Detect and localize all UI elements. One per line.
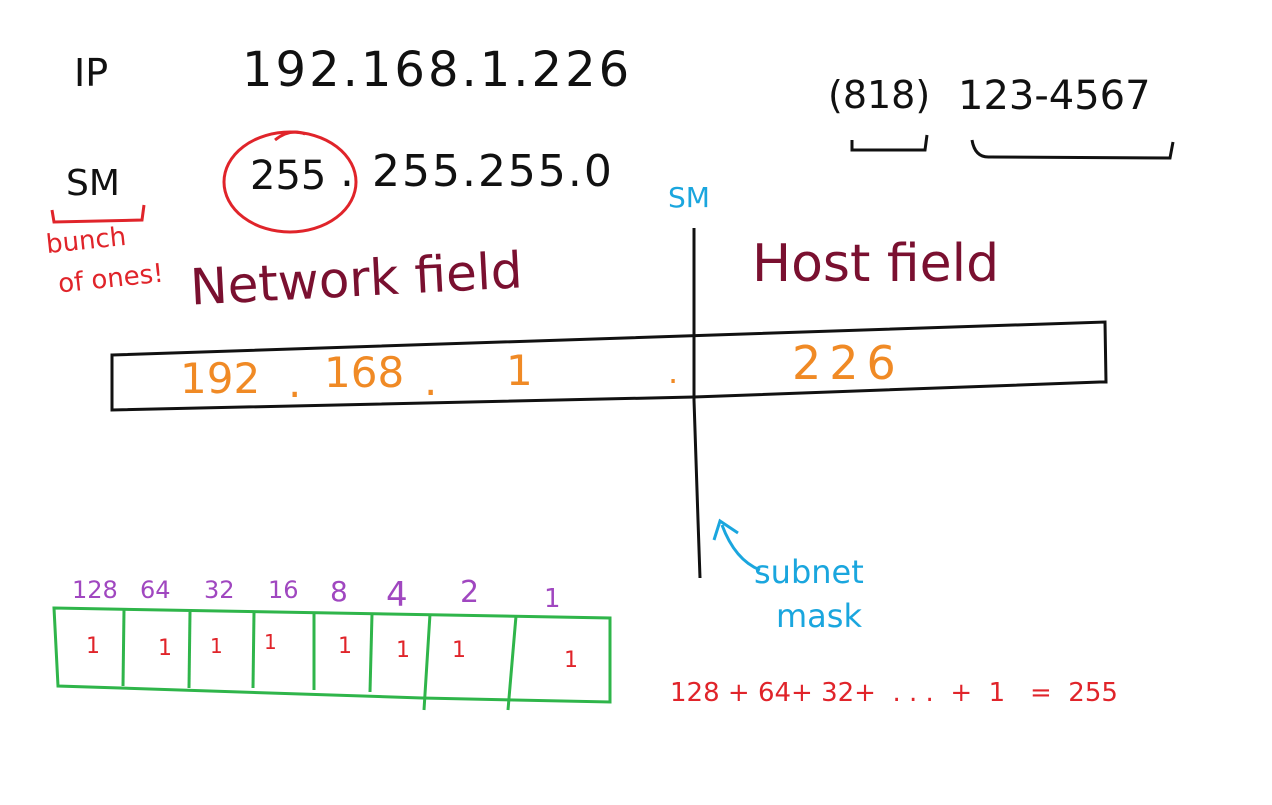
divider-label: SM [668, 181, 710, 214]
addr-dot-2: . [424, 356, 438, 405]
bit-weight-128: 128 [72, 576, 118, 604]
bit-value-32: 1 [210, 634, 223, 658]
bit-weight-8: 8 [330, 575, 348, 608]
bit-value-2: 1 [452, 638, 466, 663]
addr-dot-3: . [668, 353, 679, 391]
bit-value-1: 1 [564, 648, 578, 673]
sm-bracket [50, 204, 146, 224]
subnet-arrowhead [712, 518, 739, 541]
bit-weight-1: 1 [544, 584, 561, 614]
area-code-bracket [850, 134, 929, 152]
bit-value-8: 1 [338, 634, 352, 659]
addr-octet-1: 192 [180, 354, 261, 403]
bit-weight-4: 4 [386, 575, 408, 615]
bit-value-64: 1 [158, 636, 172, 661]
bit-weight-64: 64 [140, 576, 171, 604]
sm-label: SM [66, 163, 120, 204]
addr-host-octet: 226 [792, 336, 904, 390]
addr-octet-3: 1 [506, 346, 533, 395]
subnet-annotation-line2: mask [776, 597, 862, 635]
subnet-annotation-line1: subnet [754, 553, 864, 591]
ip-value: 192.168.1.226 [242, 42, 633, 98]
note-bunch: bunch [44, 221, 128, 261]
bit-value-4: 1 [396, 638, 410, 663]
bit-weight-32: 32 [204, 576, 235, 604]
host-field-label: Host field [752, 234, 1000, 294]
sm-first-octet: 255 [250, 153, 327, 199]
circle-tail [274, 130, 306, 142]
phone-number: 123-4567 [958, 73, 1151, 119]
bit-value-16: 1 [264, 630, 277, 654]
bit-separators [121, 609, 518, 711]
bit-weight-2: 2 [460, 575, 480, 610]
sm-remaining-octets: . 255.255.0 [340, 146, 614, 197]
subnet-arrow [720, 524, 761, 572]
address-box [110, 320, 1108, 412]
divider-line [692, 228, 702, 579]
addr-octet-2: 168 [324, 348, 405, 397]
bit-value-128: 1 [86, 634, 100, 659]
ip-label: IP [74, 51, 109, 95]
addr-dot-1: . [288, 358, 302, 407]
number-bracket [970, 139, 1175, 160]
phone-area-code: (818) [828, 73, 931, 117]
bits-box [52, 606, 612, 704]
sum-equation: 128 + 64+ 32+ . . . + 1 = 255 [670, 678, 1118, 708]
bit-weight-16: 16 [268, 576, 299, 604]
